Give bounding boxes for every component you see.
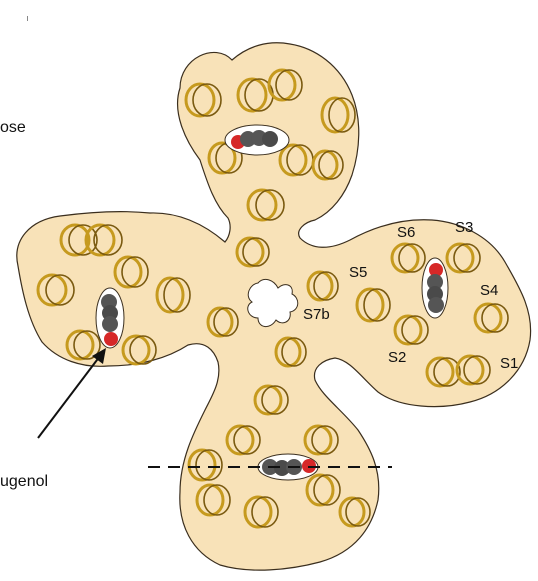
- pointer-arrow: [37, 348, 106, 439]
- subunit-label: S1: [500, 355, 519, 372]
- central-pore: [247, 278, 299, 327]
- helix: [235, 236, 270, 268]
- helix: [59, 223, 98, 257]
- subunit-label: S6: [397, 224, 416, 241]
- helix: [225, 424, 261, 456]
- helix: [267, 68, 303, 102]
- subunit-label: S5: [349, 264, 368, 281]
- helix: [355, 287, 391, 323]
- helix: [305, 473, 341, 507]
- subunit-label: S4: [480, 282, 499, 299]
- helix: [65, 329, 101, 361]
- label-bottom-left: ugenol: [0, 473, 49, 490]
- helix: [113, 255, 149, 289]
- helix: [121, 334, 157, 366]
- helix: [253, 384, 289, 416]
- helix: [206, 306, 239, 338]
- ligand-top: [224, 124, 290, 156]
- helix: [320, 96, 356, 134]
- helix: [195, 483, 231, 517]
- ligand-right: [421, 257, 449, 319]
- helix: [184, 82, 222, 118]
- helix: [473, 302, 509, 334]
- helix: [303, 424, 339, 456]
- label-top-left: ose: [0, 119, 26, 136]
- helix: [246, 188, 285, 222]
- helix: [36, 273, 75, 307]
- helix-group: [36, 68, 509, 529]
- helix: [84, 223, 123, 257]
- helix: [338, 496, 371, 528]
- helix: [155, 276, 191, 314]
- helix: [425, 356, 461, 388]
- subunit-label: S7b: [303, 306, 330, 323]
- helix: [390, 242, 426, 274]
- helix: [445, 242, 481, 274]
- helix: [274, 336, 307, 368]
- helix: [455, 354, 491, 386]
- tick-mark: [27, 16, 28, 21]
- helix: [306, 270, 339, 302]
- ligand-left: [95, 287, 125, 349]
- subunit-label: S2: [388, 349, 407, 366]
- helix: [243, 495, 279, 529]
- subunit-label: S3: [455, 219, 474, 236]
- helix: [393, 314, 429, 346]
- helix: [187, 448, 223, 482]
- helix: [311, 149, 344, 181]
